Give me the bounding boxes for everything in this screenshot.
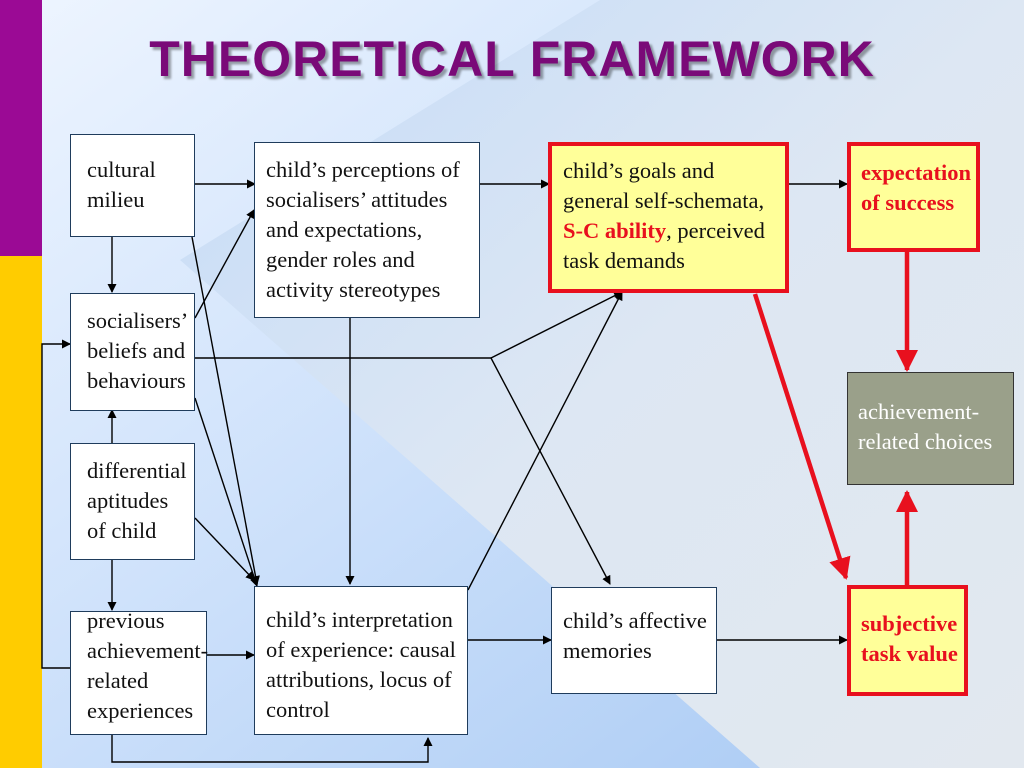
box-line: child’s perceptions of xyxy=(266,157,460,182)
box-childs-goals: child’s goals and general self-schemata,… xyxy=(548,142,789,293)
box-achievement-related-choices: achievement- related choices xyxy=(847,372,1014,485)
box-line: achievement- xyxy=(87,638,209,663)
box-line: behaviours xyxy=(87,368,186,393)
left-bar-purple xyxy=(0,0,42,256)
connector-lines xyxy=(41,179,848,763)
box-line: previous xyxy=(87,608,165,633)
box-childs-interpretation: child’s interpretation of experience: ca… xyxy=(254,586,468,735)
box-line: achievement- xyxy=(858,399,980,424)
box-cultural-milieu: cultural milieu xyxy=(70,134,195,237)
box-line: socialisers’ xyxy=(87,308,189,333)
box-line: S-C ability, perceived xyxy=(563,216,765,246)
box-line: and expectations, xyxy=(266,217,423,242)
box-line: activity stereotypes xyxy=(266,277,441,302)
arrow-milieu-to-interpretation xyxy=(191,236,260,585)
box-line: of experience: causal xyxy=(266,637,456,662)
box-line: child’s affective xyxy=(563,608,707,633)
box-line: attributions, locus of xyxy=(266,667,452,692)
arrow-socialisers-to-perceptions xyxy=(194,209,255,319)
box-socialisers-beliefs: socialisers’ beliefs and behaviours xyxy=(70,293,195,411)
box-line: gender roles and xyxy=(266,247,415,272)
box-line: related xyxy=(87,668,149,693)
arrow-socialisers-to-goals xyxy=(490,291,623,359)
box-line: task value xyxy=(861,641,958,666)
box-differential-aptitudes: differential aptitudes of child xyxy=(70,443,195,560)
box-childs-perceptions: child’s perceptions of socialisers’ atti… xyxy=(254,142,480,318)
box-line: related choices xyxy=(858,429,993,454)
arrow-interpretation-to-goals xyxy=(467,291,623,591)
box-line: subjective xyxy=(861,611,958,636)
arrow-previous-to-socialisers xyxy=(41,339,71,669)
box-line: general self-schemata, xyxy=(563,188,765,213)
box-line: cultural xyxy=(87,157,156,182)
box-line: of success xyxy=(861,190,955,215)
box-line-rest: , perceived xyxy=(666,218,765,243)
box-line: aptitudes xyxy=(87,488,169,513)
box-line: differential xyxy=(87,458,187,483)
box-line: child’s goals and xyxy=(563,158,715,183)
box-line: memories xyxy=(563,638,652,663)
box-line: milieu xyxy=(87,187,145,212)
left-bar-yellow xyxy=(0,256,42,768)
box-line: socialisers’ attitudes xyxy=(266,187,448,212)
box-line: of child xyxy=(87,518,157,543)
box-line: child’s interpretation xyxy=(266,607,453,632)
box-line: experiences xyxy=(87,698,194,723)
box-line: control xyxy=(266,697,330,722)
arrow-aptitudes-to-interpretation xyxy=(194,517,255,581)
box-expectation-of-success: expectation of success xyxy=(847,142,980,252)
box-line: task demands xyxy=(563,248,685,273)
red-arrow-goals-to-task-value xyxy=(752,293,851,580)
red-arrows xyxy=(752,252,918,585)
sc-ability-highlight: S-C ability xyxy=(563,218,667,243)
box-subjective-task-value: subjective task value xyxy=(847,585,968,696)
arrow-socialisers-to-interpretation xyxy=(194,397,259,587)
box-childs-affective-memories: child’s affective memories xyxy=(551,587,717,694)
box-line: expectation xyxy=(861,160,971,185)
box-line: beliefs and xyxy=(87,338,186,363)
box-previous-experiences: previous achievement- related experience… xyxy=(70,608,209,735)
arrow-previous-loop-to-interpretation xyxy=(111,735,433,763)
page-title: THEORETICAL FRAMEWORK xyxy=(149,31,875,87)
